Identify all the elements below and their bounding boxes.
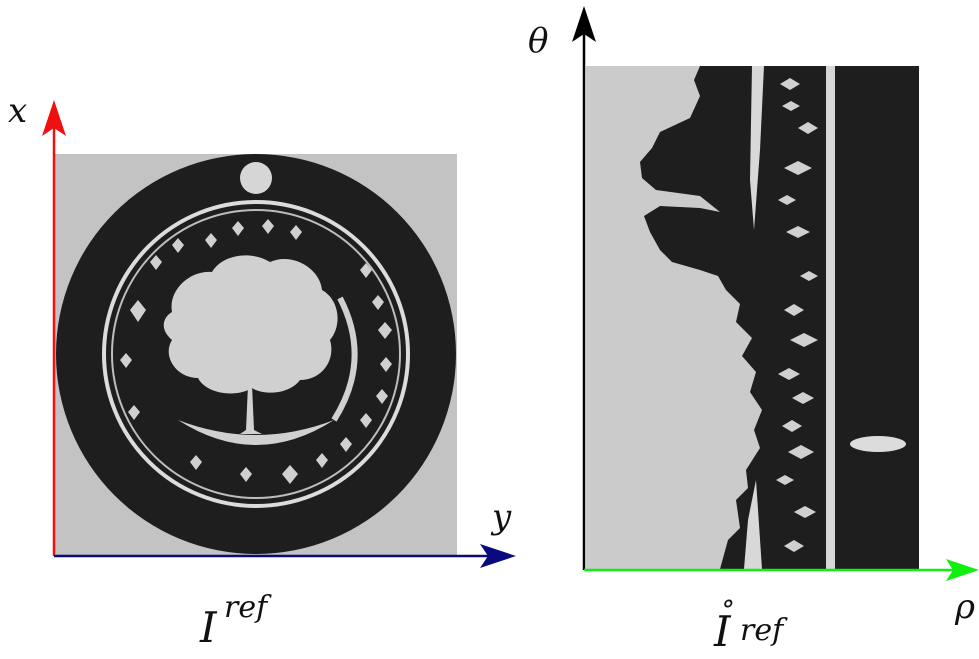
polar-image [586,66,919,569]
x-axis-label: x [8,91,27,131]
left-caption-superscript: ref [224,590,272,625]
theta-axis-arrowhead [572,6,596,42]
y-axis-arrowhead [480,544,516,568]
right-axes [572,6,979,581]
rho-axis-arrowhead [946,559,979,581]
left-caption: I ref [199,590,272,652]
left-caption-base: I [199,603,218,652]
left-axes [42,100,516,568]
theta-axis-label: θ [528,21,548,61]
right-caption-base: I [713,607,732,656]
right-caption-accent: ˚ [718,599,733,634]
cartesian-image [55,154,457,556]
right-caption: I ˚ ref [713,599,788,656]
x-axis-arrowhead [42,100,66,136]
y-axis-label: y [490,497,512,537]
right-caption-superscript: ref [740,613,788,648]
rho-axis-label: ρ [954,587,975,627]
